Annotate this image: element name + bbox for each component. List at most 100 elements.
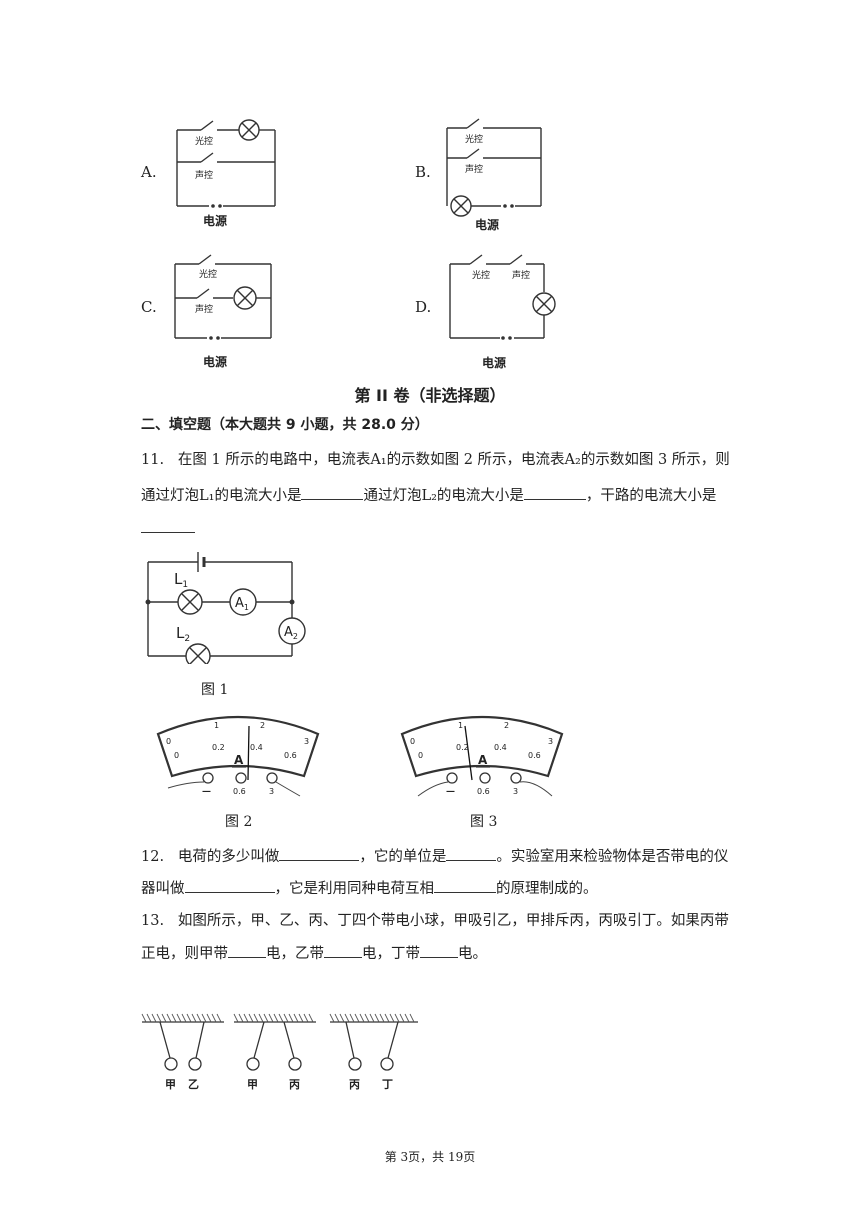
ceiling-hatch (404, 1013, 410, 1023)
ceiling-hatch (389, 1013, 395, 1023)
ball-label: 甲 (165, 1078, 176, 1091)
scale-label: 0 (174, 751, 179, 760)
scale-label: 1 (214, 721, 219, 730)
ceiling-hatch (399, 1013, 405, 1023)
ceiling-hatch (211, 1013, 217, 1023)
ceiling-hatch (146, 1013, 152, 1023)
figure-3-caption: 图 3 (470, 814, 498, 830)
answer-blank[interactable] (279, 846, 360, 861)
ceiling-hatch (161, 1013, 167, 1023)
answer-blank[interactable] (184, 878, 275, 893)
ceiling-hatch (384, 1013, 390, 1023)
question-text: 电，乙带 (266, 946, 324, 962)
ceiling-hatch (339, 1013, 345, 1023)
question-11-line-1: 11. 在图 1 所示的电路中，电流表A₁的示数如图 2 所示，电流表A₂的示数… (141, 450, 730, 470)
ceiling-hatch (196, 1013, 202, 1023)
question-text: 通过灯泡L₂的电流大小是 (363, 488, 524, 504)
ammeter-a1-subscript: 1 (244, 603, 249, 612)
lamp-l2-label: L (176, 624, 185, 642)
circuit-diagram-a: 光控 声控 电源 (176, 119, 276, 228)
section-heading: 二、填空题（本大题共 9 小题，共 28.0 分） (141, 417, 429, 433)
answer-blank[interactable] (301, 485, 364, 500)
svg-text:L1: L1 (174, 570, 188, 590)
ceiling-hatch (156, 1013, 162, 1023)
scale-label: 0.2 (212, 743, 225, 752)
question-12-line-1: 12. 电荷的多少叫做，它的单位是。实验室用来检验物体是否带电的仪 (141, 846, 728, 867)
ceiling-hatch (283, 1013, 289, 1023)
light-switch-label: 光控 (195, 135, 213, 147)
option-c-label: C. (141, 298, 157, 316)
ceiling-hatch (394, 1013, 400, 1023)
answer-blank[interactable] (434, 878, 496, 893)
question-text: 在图 1 所示的电路中，电流表A₁的示数如图 2 所示，电流表A₂的示数如图 3… (177, 452, 730, 468)
scale-label: 2 (260, 721, 265, 730)
question-text: 的原理制成的。 (496, 881, 598, 897)
terminal-3 (510, 772, 522, 784)
ceiling-hatch (263, 1013, 269, 1023)
ceiling-hatch (171, 1013, 177, 1023)
power-source-label: 电源 (203, 354, 227, 369)
question-13-line-1: 13. 如图所示，甲、乙、丙、丁四个带电小球，甲吸引乙，甲排斥丙，丙吸引丁。如果… (141, 911, 729, 931)
ceiling-hatch (216, 1013, 222, 1023)
ceiling-hatch (141, 1013, 147, 1023)
ball-label: 甲 (247, 1078, 258, 1091)
unit-label: A (234, 753, 244, 767)
scale-label: 0.4 (250, 743, 263, 752)
ceiling-hatch (201, 1013, 207, 1023)
answer-blank[interactable] (324, 943, 362, 958)
question-number: 11. (141, 452, 165, 468)
scale-label: 0.2 (456, 743, 469, 752)
scale-label: 2 (504, 721, 509, 730)
ceiling-hatch (238, 1013, 244, 1023)
ceiling-hatch (243, 1013, 249, 1023)
power-source-label: 电源 (482, 355, 506, 370)
part-two-title: 第 II 卷（非选择题） (354, 386, 506, 405)
ammeter-a1-label: A (235, 596, 244, 611)
figure-1-caption: 图 1 (201, 682, 229, 698)
ceiling-hatch (288, 1013, 294, 1023)
scale-label: 3 (304, 737, 309, 746)
ceiling-hatch (293, 1013, 299, 1023)
light-switch-label: 光控 (199, 268, 217, 280)
charged-balls-figure: 甲 乙 甲 丙 丙 丁 (141, 1013, 418, 1091)
circuit-diagram-b: 光控 声控 电源 (446, 118, 542, 232)
ceiling-hatch (359, 1013, 365, 1023)
lead-wire (519, 781, 553, 797)
ceiling-hatch (334, 1013, 340, 1023)
ceiling-hatch (329, 1013, 335, 1023)
figure-2-caption: 图 2 (225, 814, 253, 830)
ammeter-a2-subscript: 2 (293, 632, 298, 641)
circuit-diagram-d: 光控 声控 电源 (449, 254, 556, 370)
answer-blank[interactable] (141, 532, 195, 533)
ceiling-hatch (349, 1013, 355, 1023)
answer-blank[interactable] (420, 943, 458, 958)
ceiling-hatch (206, 1013, 212, 1023)
terminal-3 (266, 772, 278, 784)
lamp-l1-subscript: 1 (182, 580, 188, 590)
lead-wire (167, 781, 205, 789)
answer-blank[interactable] (228, 943, 266, 958)
circuit-diagram-c: 光控 声控 电源 (174, 254, 272, 369)
light-switch-label: 光控 (472, 269, 490, 281)
sound-switch-label: 声控 (512, 269, 530, 281)
question-text: 电荷的多少叫做 (177, 849, 280, 865)
terminal-label: — (446, 787, 455, 797)
ceiling-hatch (308, 1013, 314, 1023)
answer-blank[interactable] (446, 846, 497, 861)
svg-text:A2: A2 (284, 625, 298, 641)
ceiling-hatch (278, 1013, 284, 1023)
terminal-0.6 (235, 772, 247, 784)
ball-label: 丙 (349, 1078, 360, 1091)
ceiling-hatch (176, 1013, 182, 1023)
meter-needle (247, 725, 250, 781)
terminal-negative (446, 772, 458, 784)
question-number: 12. (141, 849, 165, 865)
ceiling-hatch (268, 1013, 274, 1023)
scale-label: 3 (548, 737, 553, 746)
ceiling-hatch (233, 1013, 239, 1023)
question-text: 通过灯泡L₁的电流大小是 (141, 488, 302, 504)
power-source-label: 电源 (203, 213, 227, 228)
lamp-l1-label: L (174, 570, 183, 588)
terminal-label: — (202, 787, 211, 797)
answer-blank[interactable] (523, 485, 586, 500)
